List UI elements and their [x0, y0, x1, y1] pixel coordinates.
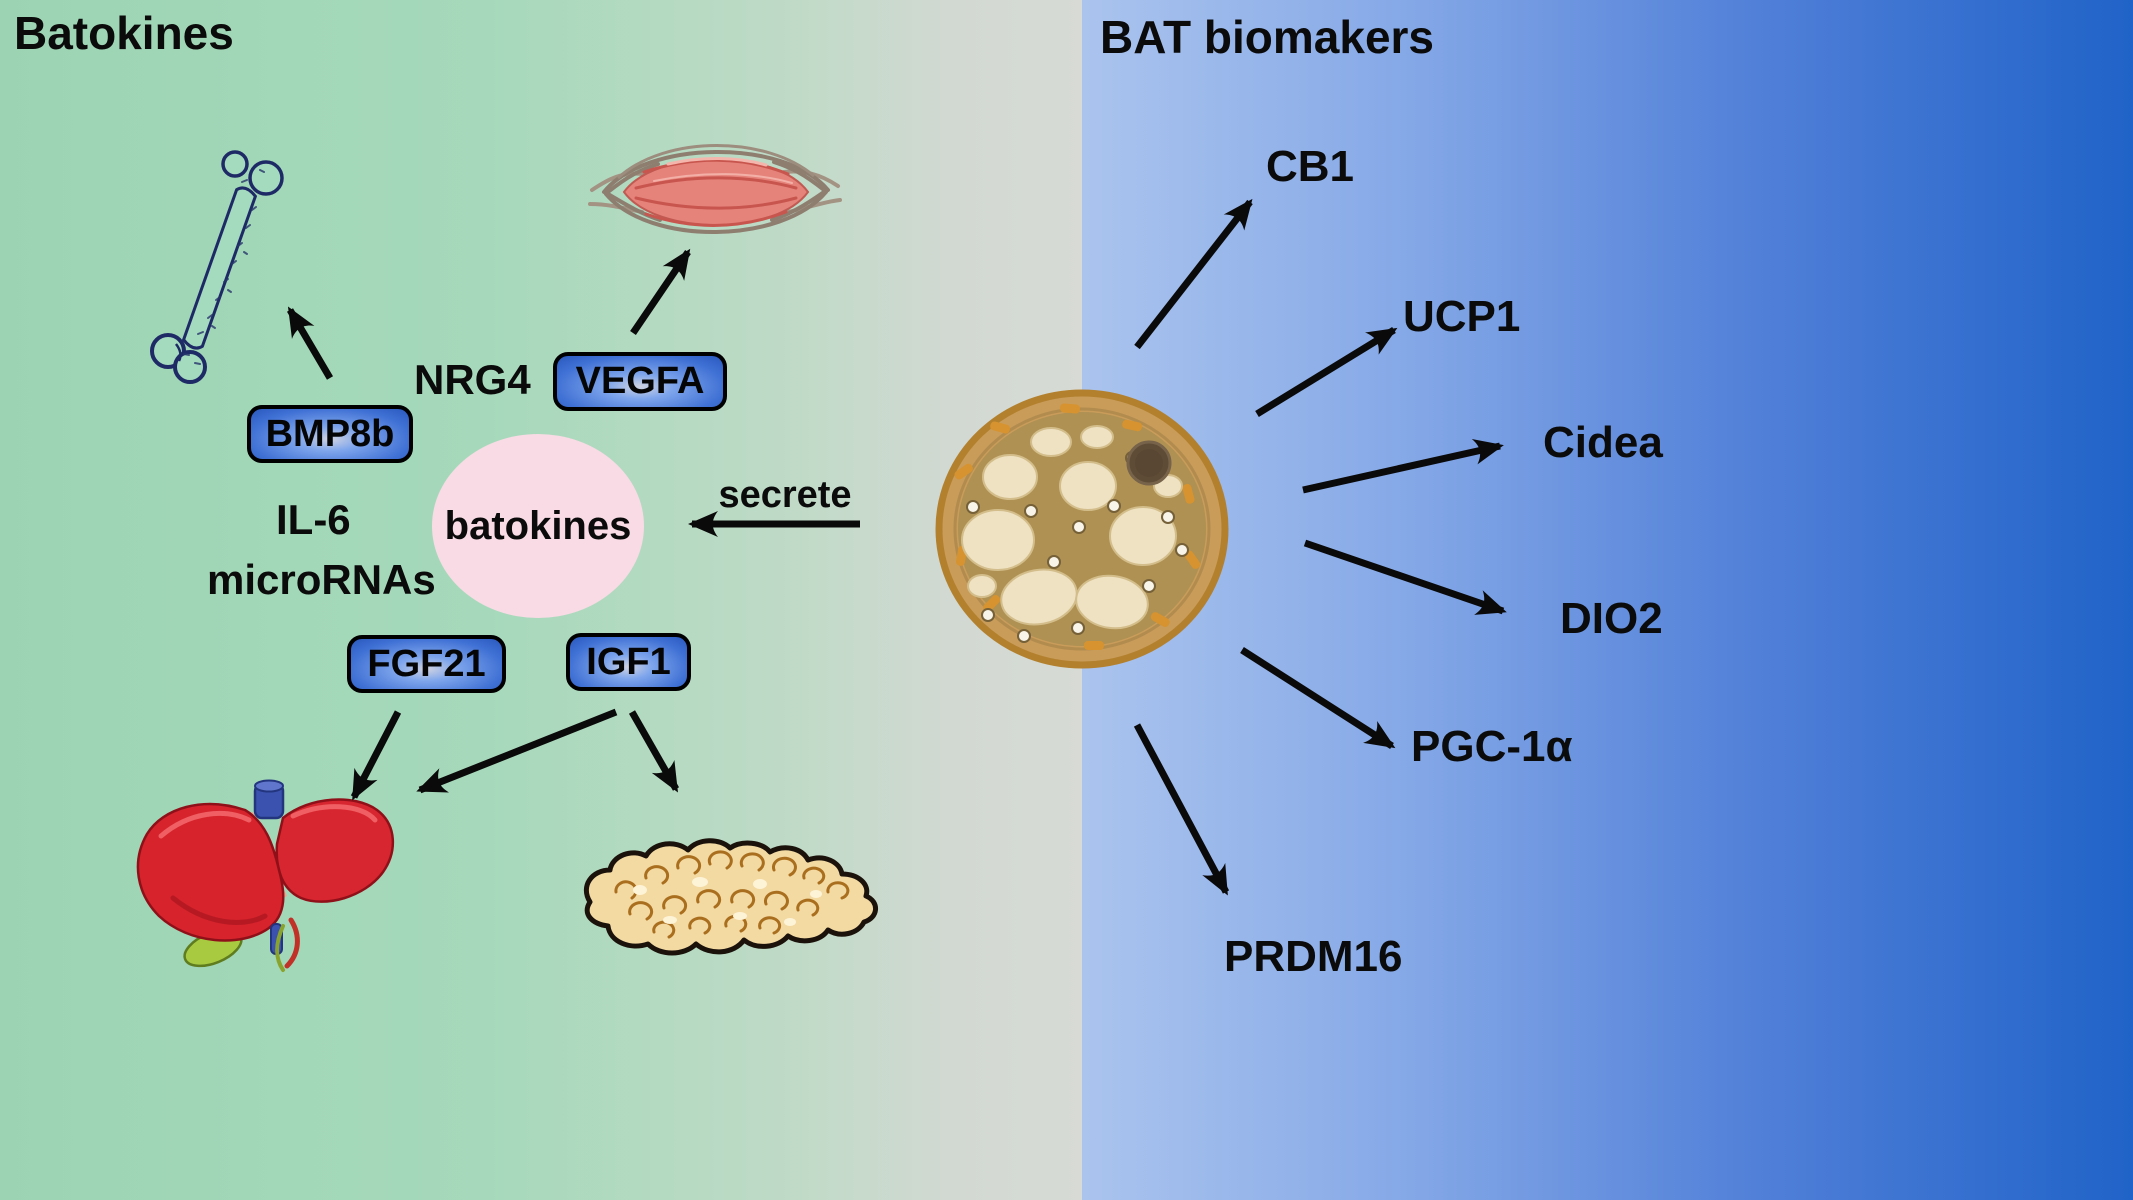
- marker-pgc1a: PGC-1α: [1411, 722, 1573, 771]
- brown-adipocyte-icon: [935, 389, 1229, 669]
- gene-box-vegfa-label: VEGFA: [575, 360, 705, 402]
- gene-box-bmp8b: BMP8b: [247, 405, 413, 463]
- label-nrg4: NRG4: [414, 356, 531, 403]
- label-secrete: secrete: [718, 474, 852, 516]
- label-micrornas: microRNAs: [207, 556, 436, 603]
- bat-biomarkers-panel-background: [1082, 0, 2133, 1200]
- arrow-to-muscle: [630, 248, 691, 335]
- arrow-igf1-to-pancreas: [628, 710, 680, 793]
- arrow-to-bone: [286, 306, 334, 380]
- gene-box-vegfa: VEGFA: [553, 352, 727, 411]
- right-panel-title: BAT biomakers: [1100, 11, 1435, 63]
- arrow-to-pgc1a: [1240, 647, 1396, 749]
- pancreas-icon: [570, 830, 900, 980]
- gene-box-igf1: IGF1: [566, 633, 691, 691]
- gene-box-igf1-label: IGF1: [586, 640, 671, 683]
- marker-prdm16: PRDM16: [1224, 932, 1403, 981]
- label-il6: IL-6: [276, 496, 351, 543]
- gene-box-bmp8b-label: BMP8b: [265, 412, 395, 455]
- batokines-hub-circle: batokines: [432, 434, 644, 618]
- arrow-to-prdm16: [1133, 723, 1230, 896]
- arrow-fgf21-to-liver: [350, 710, 402, 801]
- gene-box-fgf21: FGF21: [347, 635, 506, 693]
- arrow-to-ucp1: [1255, 327, 1398, 417]
- arrow-igf1-to-liver: [416, 708, 618, 794]
- batokines-hub-label: batokines: [444, 503, 632, 548]
- left-panel-title: Batokines: [14, 7, 234, 59]
- bone-icon: [138, 148, 288, 384]
- arrow-to-cidea: [1302, 438, 1504, 494]
- marker-ucp1: UCP1: [1403, 292, 1521, 341]
- arrow-to-cb1: [1134, 198, 1253, 350]
- arrow-to-dio2: [1303, 539, 1507, 615]
- marker-cidea: Cidea: [1543, 418, 1663, 467]
- liver-icon: [125, 778, 415, 983]
- gene-box-fgf21-label: FGF21: [367, 642, 486, 685]
- marker-cb1: CB1: [1266, 142, 1355, 191]
- muscle-icon: [588, 128, 843, 258]
- marker-dio2: DIO2: [1560, 594, 1663, 643]
